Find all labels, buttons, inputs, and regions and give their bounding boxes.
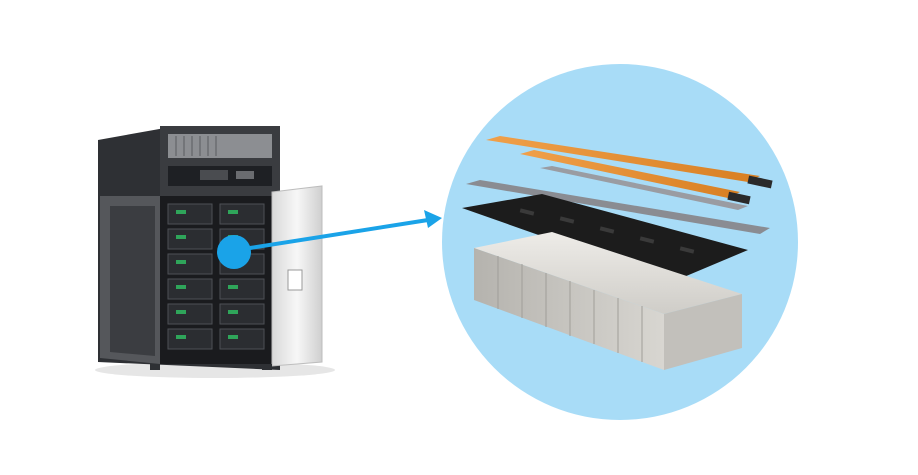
door-handle xyxy=(287,269,303,291)
busbar-upper xyxy=(486,136,760,182)
holder-slots xyxy=(519,208,695,254)
busbar-strips xyxy=(486,136,773,205)
callout-marker-dot xyxy=(217,235,251,269)
busbar-connector xyxy=(747,175,773,189)
cabinet-foot xyxy=(262,364,272,370)
arrow-shaft xyxy=(249,218,429,250)
cabinet-vent xyxy=(168,134,272,158)
cells-side-face xyxy=(664,294,742,370)
sensing-strip-top xyxy=(540,166,748,210)
exploded-battery-module xyxy=(442,64,798,420)
battery-modules xyxy=(167,203,265,350)
cabinet-switch xyxy=(236,171,254,179)
arrow-head xyxy=(424,210,442,228)
busbar-lower xyxy=(520,150,740,198)
battery-cells xyxy=(474,232,742,370)
vent-slats xyxy=(175,136,217,156)
callout-arrow xyxy=(249,210,442,250)
sensing-strip-body xyxy=(466,180,770,234)
cabinet-foot xyxy=(150,364,160,370)
cabinet-display xyxy=(200,170,228,180)
busbar-connector xyxy=(727,191,751,205)
sensing-strip xyxy=(466,166,770,234)
cell-holder-frame xyxy=(462,194,748,282)
cells-top-face xyxy=(474,232,742,314)
battery-rack-cabinet xyxy=(95,126,335,378)
cabinet-left-door-inner xyxy=(110,206,155,356)
